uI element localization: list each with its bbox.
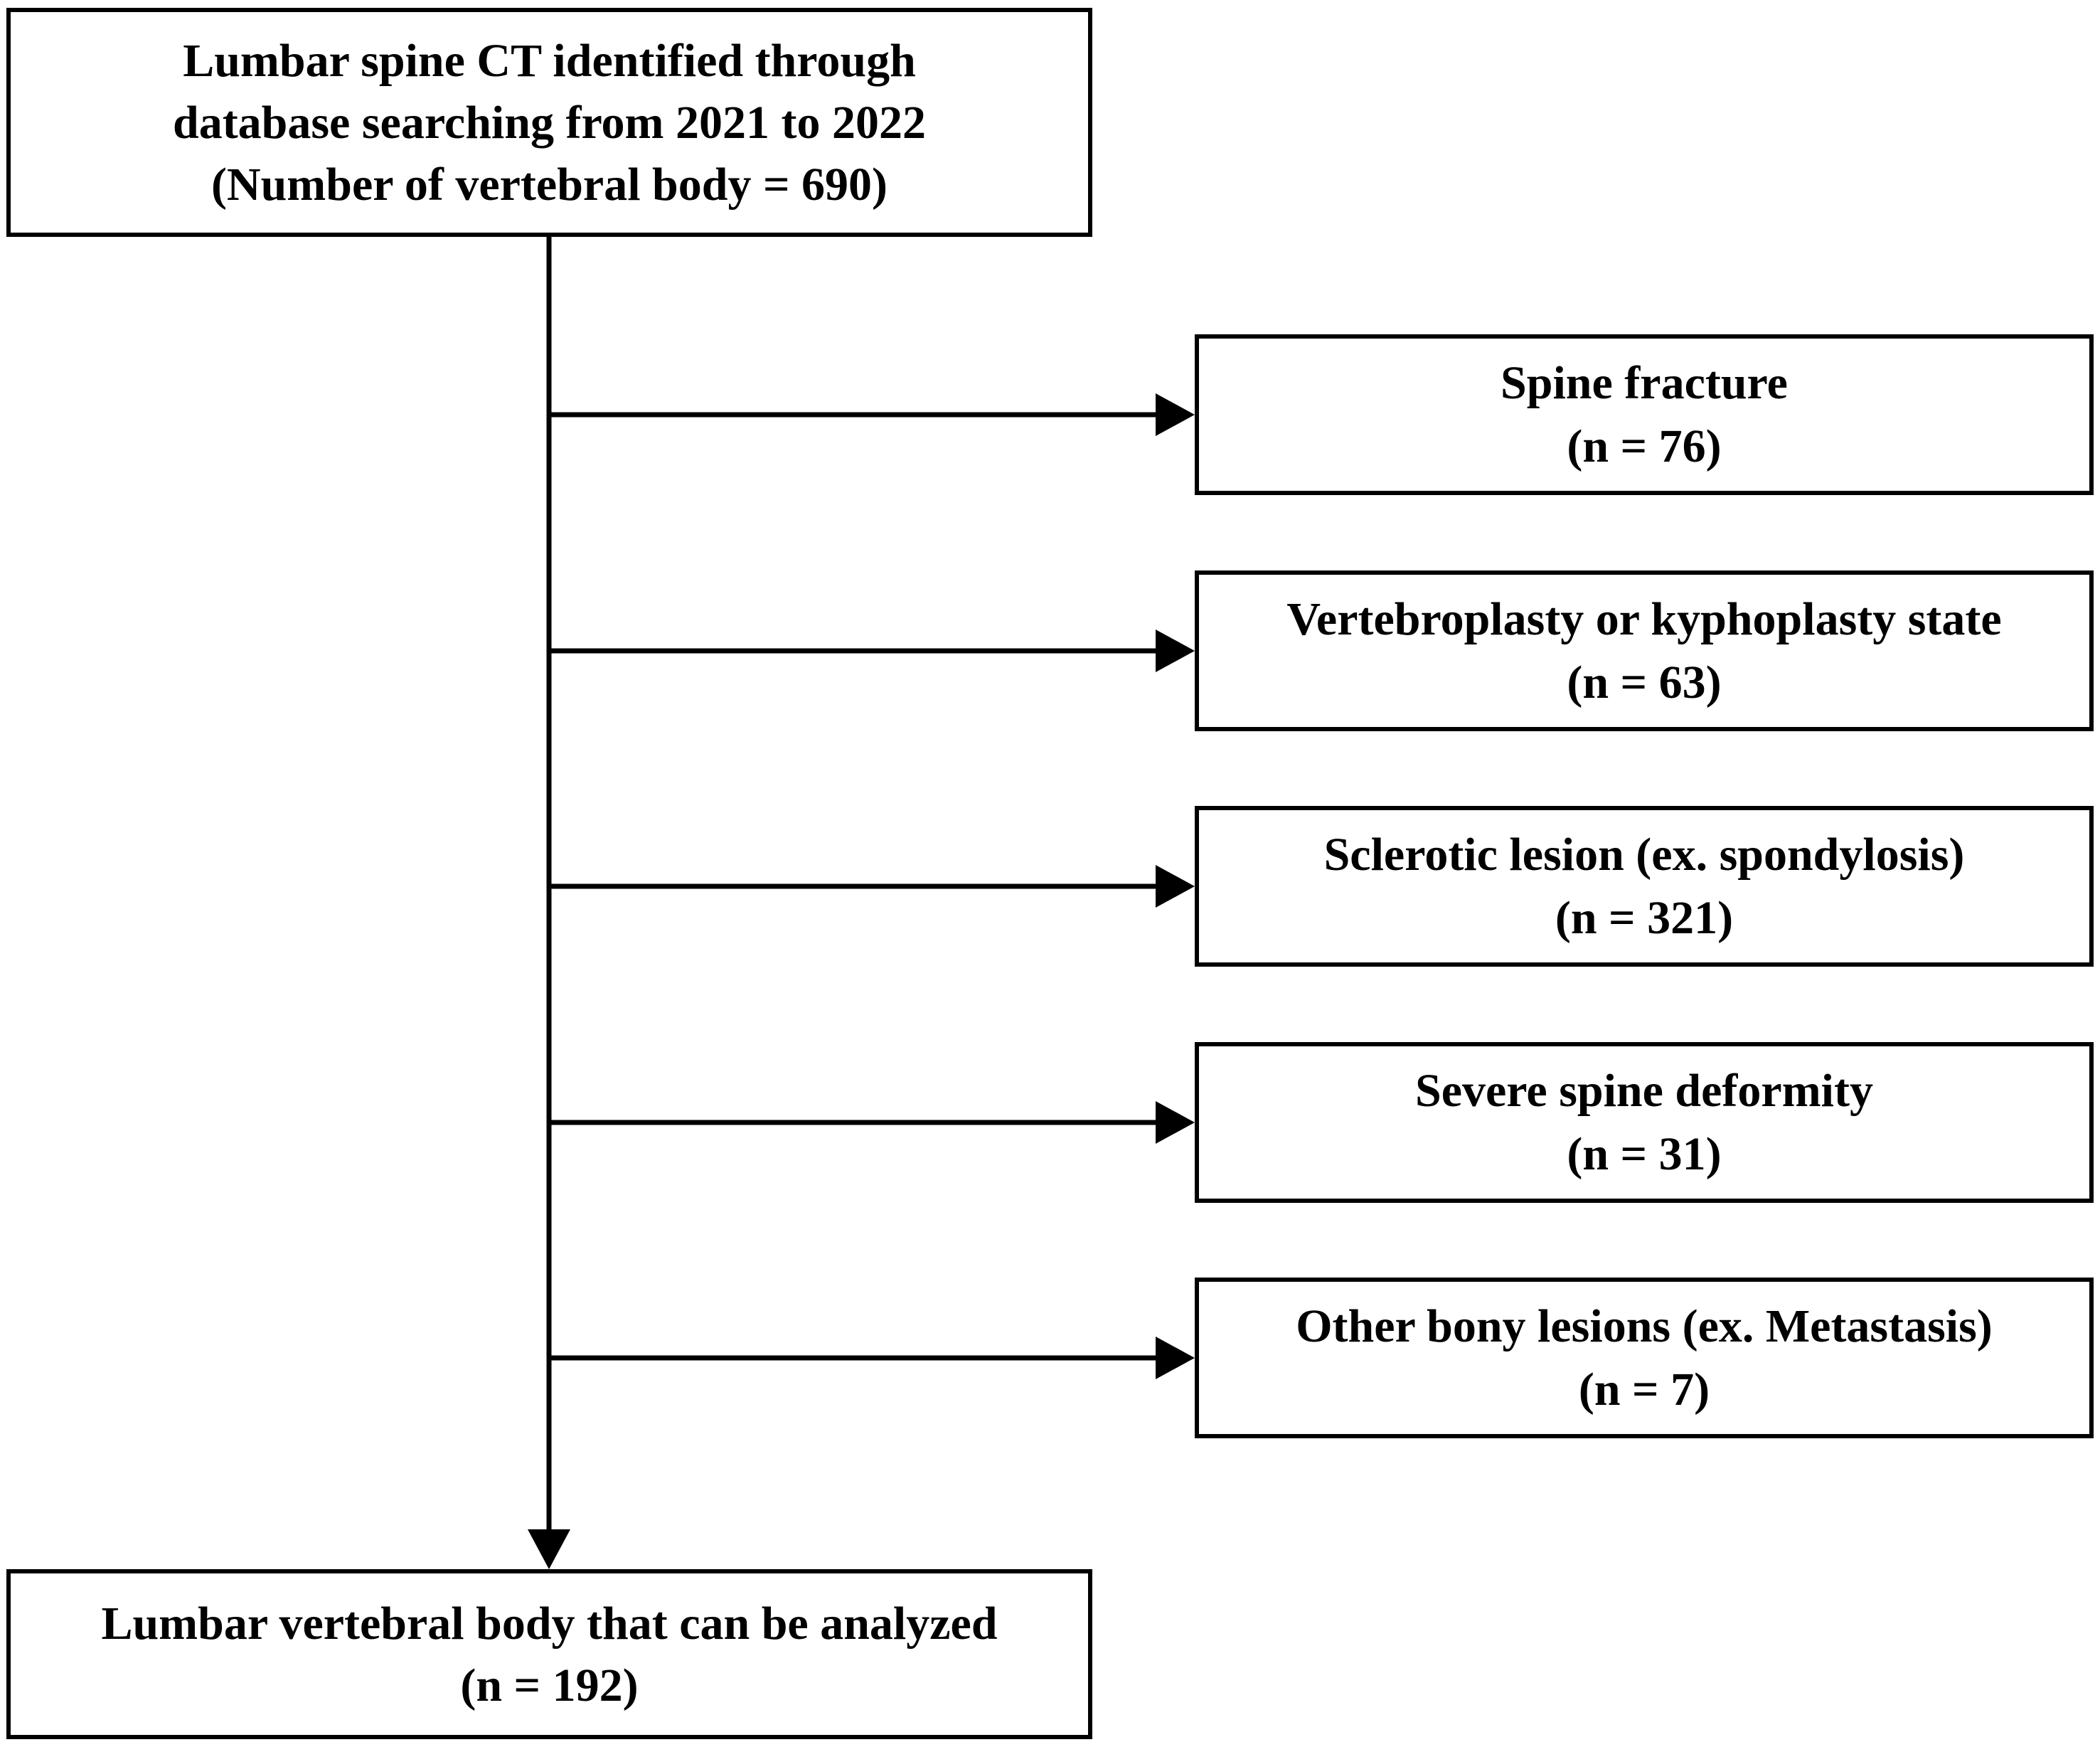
exclusion-count: (n = 31) <box>1567 1128 1722 1180</box>
branch-arrowhead-vertebroplasty <box>1156 630 1195 672</box>
branch-arrowhead-other-lesions <box>1156 1337 1195 1379</box>
source-line-1: Lumbar spine CT identified through <box>183 34 916 87</box>
exclusion-box-sclerotic-lesion: Sclerotic lesion (ex. spondylosis) (n = … <box>1195 806 2094 967</box>
exclusion-label: Severe spine deformity <box>1415 1065 1873 1117</box>
exclusion-label: Other bony lesions (ex. Metastasis) <box>1296 1300 1993 1352</box>
exclusion-box-spine-fracture: Spine fracture (n = 76) <box>1195 334 2094 495</box>
main-flow-arrowhead <box>528 1529 570 1569</box>
source-line-2: database searching from 2021 to 2022 <box>172 96 927 149</box>
result-count: (n = 192) <box>460 1659 639 1711</box>
exclusion-label: Vertebroplasty or kyphoplasty state <box>1286 593 2002 645</box>
exclusion-label: Spine fracture <box>1501 357 1788 409</box>
exclusion-box-vertebroplasty: Vertebroplasty or kyphoplasty state (n =… <box>1195 570 2094 731</box>
exclusion-count: (n = 321) <box>1555 892 1734 944</box>
source-box: Lumbar spine CT identified through datab… <box>6 8 1092 237</box>
exclusion-box-spine-deformity: Severe spine deformity (n = 31) <box>1195 1042 2094 1203</box>
branch-arrowhead-sclerotic-lesion <box>1156 865 1195 908</box>
exclusion-count: (n = 76) <box>1567 420 1722 472</box>
exclusion-count: (n = 7) <box>1578 1364 1710 1416</box>
exclusion-label: Sclerotic lesion (ex. spondylosis) <box>1323 829 1965 881</box>
exclusion-count: (n = 63) <box>1567 657 1722 708</box>
source-line-3: (Number of vertebral body = 690) <box>210 158 888 211</box>
branch-arrowhead-spine-fracture <box>1156 393 1195 436</box>
branch-arrowhead-spine-deformity <box>1156 1101 1195 1144</box>
result-box: Lumbar vertebral body that can be analyz… <box>6 1569 1092 1739</box>
exclusion-box-other-lesions: Other bony lesions (ex. Metastasis) (n =… <box>1195 1278 2094 1438</box>
result-label: Lumbar vertebral body that can be analyz… <box>101 1597 998 1650</box>
